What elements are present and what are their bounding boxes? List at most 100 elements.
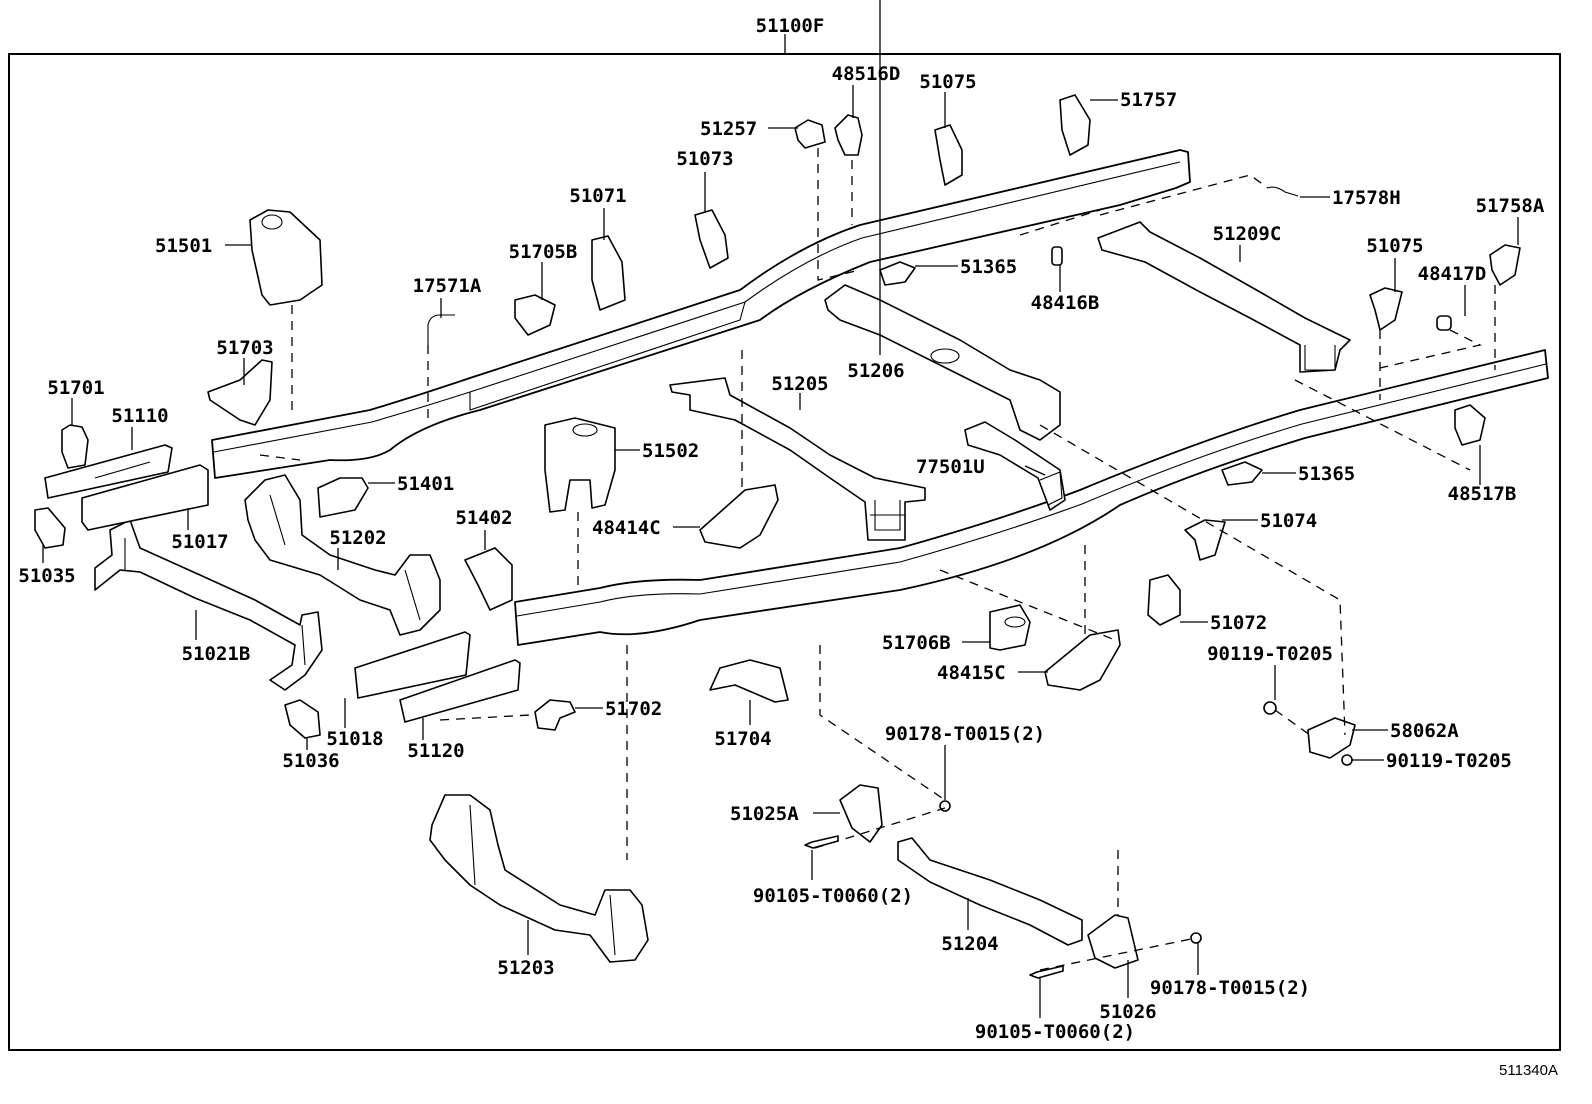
bolt-90105-upper xyxy=(804,835,839,849)
bolt-90119-lower xyxy=(1341,754,1353,766)
label-51701: 51701 xyxy=(47,377,104,399)
illustration-reference-code: 511340A xyxy=(1499,1062,1558,1079)
bracket-51025A xyxy=(839,784,883,843)
bracket-51703 xyxy=(207,359,273,426)
label-51706B: 51706B xyxy=(882,632,951,654)
bracket-51702 xyxy=(534,699,576,731)
label-51017: 51017 xyxy=(171,531,228,553)
label-51018: 51018 xyxy=(326,728,383,750)
bracket-51402 xyxy=(464,547,513,611)
crossmember-51204 xyxy=(897,837,1083,946)
label-17571A: 17571A xyxy=(413,275,482,297)
label-51705B: 51705B xyxy=(509,241,578,263)
label-51075-upper: 51075 xyxy=(919,71,976,93)
bracket-51035 xyxy=(34,507,66,549)
bracket-51704 xyxy=(709,659,789,703)
label-51100F: 51100F xyxy=(756,15,825,37)
label-51073: 51073 xyxy=(676,148,733,170)
bracket-51075-upper xyxy=(934,124,963,186)
bracket-48415C xyxy=(1044,629,1121,691)
label-51110: 51110 xyxy=(111,405,168,427)
bracket-51401 xyxy=(317,477,369,518)
crossmember-51206 xyxy=(824,284,1061,441)
rail-extension-51120 xyxy=(399,659,521,723)
hook-17571A xyxy=(427,314,455,345)
label-90178-T0015-upper: 90178-T0015(2) xyxy=(885,723,1045,745)
bracket-51365-upper xyxy=(879,261,916,286)
label-51205: 51205 xyxy=(771,373,828,395)
label-48415C: 48415C xyxy=(937,662,1006,684)
bracket-48517B xyxy=(1454,404,1486,446)
label-48416B: 48416B xyxy=(1031,292,1100,314)
crossmember-77501U xyxy=(964,421,1066,511)
bracket-51502 xyxy=(544,417,616,513)
label-48517B: 48517B xyxy=(1448,483,1517,505)
bracket-51073 xyxy=(694,209,729,269)
label-77501U: 77501U xyxy=(916,456,985,478)
bolt-90105-lower xyxy=(1029,965,1064,979)
crossmember-51209C xyxy=(1097,221,1351,373)
label-51204: 51204 xyxy=(941,933,998,955)
bracket-51072 xyxy=(1147,574,1181,626)
label-51025A: 51025A xyxy=(730,803,799,825)
label-51757: 51757 xyxy=(1120,89,1177,111)
label-51365-upper: 51365 xyxy=(960,256,1017,278)
bracket-51075-lower xyxy=(1369,287,1403,331)
crossmember-51021B xyxy=(94,519,323,691)
label-48414C: 48414C xyxy=(592,517,661,539)
label-58062A: 58062A xyxy=(1390,720,1459,742)
crossmember-51202 xyxy=(244,474,441,636)
label-51203: 51203 xyxy=(497,957,554,979)
bracket-48516D xyxy=(834,114,863,156)
label-51206: 51206 xyxy=(847,360,904,382)
alignment-lines xyxy=(259,148,1496,971)
label-51202: 51202 xyxy=(329,527,386,549)
label-90105-T0060-lower: 90105-T0060(2) xyxy=(975,1021,1135,1043)
label-51072: 51072 xyxy=(1210,612,1267,634)
mount-51701 xyxy=(61,424,89,469)
label-51401: 51401 xyxy=(397,473,454,495)
bracket-51026 xyxy=(1087,914,1139,969)
bracket-51071 xyxy=(591,235,626,311)
bracket-51705B xyxy=(514,294,556,336)
crossmember-51205 xyxy=(669,377,926,541)
hook-17578H xyxy=(1267,186,1299,197)
crossmember-51203 xyxy=(429,794,649,963)
label-51075-lower: 51075 xyxy=(1366,235,1423,257)
label-48417D: 48417D xyxy=(1418,263,1487,285)
bracket-58062A xyxy=(1307,717,1356,759)
label-51021B: 51021B xyxy=(182,643,251,665)
label-51502: 51502 xyxy=(642,440,699,462)
bracket-51257 xyxy=(794,119,826,149)
rail-extension-51018 xyxy=(354,631,471,699)
bracket-51501 xyxy=(249,209,323,306)
bolt-48417D xyxy=(1436,315,1452,331)
label-51071: 51071 xyxy=(569,185,626,207)
bracket-51706B xyxy=(989,604,1031,651)
frame-rail-right xyxy=(514,349,1549,646)
bolt-48416B xyxy=(1051,246,1063,266)
label-51120: 51120 xyxy=(407,740,464,762)
rail-extension-51017 xyxy=(81,464,209,531)
nut-90178-lower xyxy=(1190,932,1202,944)
bolt-90119-upper xyxy=(1263,701,1277,715)
bracket-51074 xyxy=(1184,519,1226,561)
label-51036: 51036 xyxy=(282,750,339,772)
label-51035: 51035 xyxy=(18,565,75,587)
label-51402: 51402 xyxy=(455,507,512,529)
label-17578H: 17578H xyxy=(1332,187,1401,209)
label-51501: 51501 xyxy=(155,235,212,257)
label-51758A: 51758A xyxy=(1476,195,1545,217)
label-51074: 51074 xyxy=(1260,510,1317,532)
label-90119-T0205-upper: 90119-T0205 xyxy=(1207,643,1333,665)
leader-lines xyxy=(42,0,1519,1018)
label-51026: 51026 xyxy=(1099,1001,1156,1023)
frame-rail-left xyxy=(211,149,1191,479)
label-90178-T0015-lower: 90178-T0015(2) xyxy=(1150,977,1310,999)
label-90119-T0205-lower: 90119-T0205 xyxy=(1386,750,1512,772)
label-51702: 51702 xyxy=(605,698,662,720)
bracket-48414C xyxy=(699,484,779,549)
label-51704: 51704 xyxy=(714,728,771,750)
rail-extension-51110 xyxy=(44,444,173,499)
bracket-51757 xyxy=(1059,94,1091,156)
